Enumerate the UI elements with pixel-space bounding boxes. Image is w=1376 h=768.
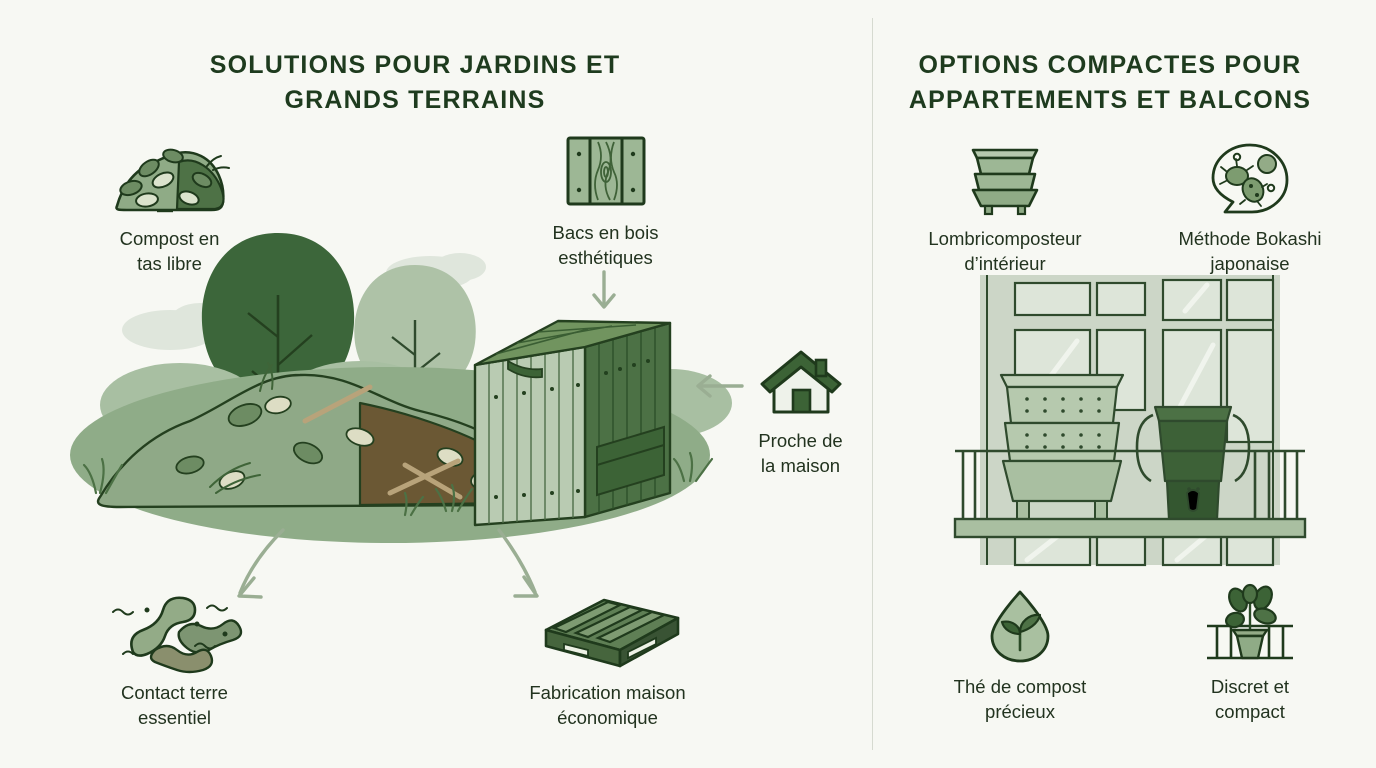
node-label: Compost en tas libre [119,228,220,275]
house-icon [718,340,883,418]
node-worm-bin: Lombricomposteur d’intérieur [900,138,1110,276]
left-panel-title: SOLUTIONS POUR JARDINS ET GRANDS TERRAIN… [209,51,621,114]
wood-panel-icon [518,132,693,210]
node-compost-pile: Compost en tas libre [82,138,257,276]
node-label: Lombricomposteur d’intérieur [928,228,1082,275]
pallet-icon [500,592,715,670]
node-compost-tea: Thé de compost précieux [930,586,1110,724]
right-panel-title: OPTIONS COMPACTES POUR APPARTEMENTS ET B… [908,51,1312,114]
node-label: Bacs en bois esthétiques [552,222,659,269]
potted-plant-icon [1165,583,1335,664]
node-label: Méthode Bokashi japonaise [1178,228,1322,275]
worms-icon [82,592,267,674]
node-label: Contact terre essentiel [121,682,228,729]
leaf-pile-icon [82,138,257,216]
node-soil-contact: Contact terre essentiel [82,592,267,730]
garden-compost-scene [60,225,840,555]
bokashi-bucket [1135,405,1251,521]
balcony-railing [955,449,1305,519]
stacked-trays-icon [900,138,1110,216]
stacked-worm-composter [999,373,1125,520]
node-bokashi: Méthode Bokashi japonaise [1150,138,1350,276]
node-wooden-bins: Bacs en bois esthétiques [518,132,693,270]
node-discreet: Discret et compact [1165,583,1335,724]
slatted-compost-bin [473,319,672,527]
panel-divider [872,18,873,750]
grass-tufts [82,451,714,517]
balcony-shelf [953,517,1307,539]
microbes-icon [1150,138,1350,216]
node-label: Discret et compact [1210,676,1290,723]
node-label: Thé de compost précieux [953,676,1087,723]
node-near-house: Proche de la maison [718,340,883,478]
balcony-composter-scene [953,275,1307,567]
droplet-leaf-icon [930,586,1110,664]
node-diy-build: Fabrication maison économique [500,592,715,730]
node-label: Fabrication maison économique [529,682,686,729]
node-label: Proche de la maison [758,430,843,477]
